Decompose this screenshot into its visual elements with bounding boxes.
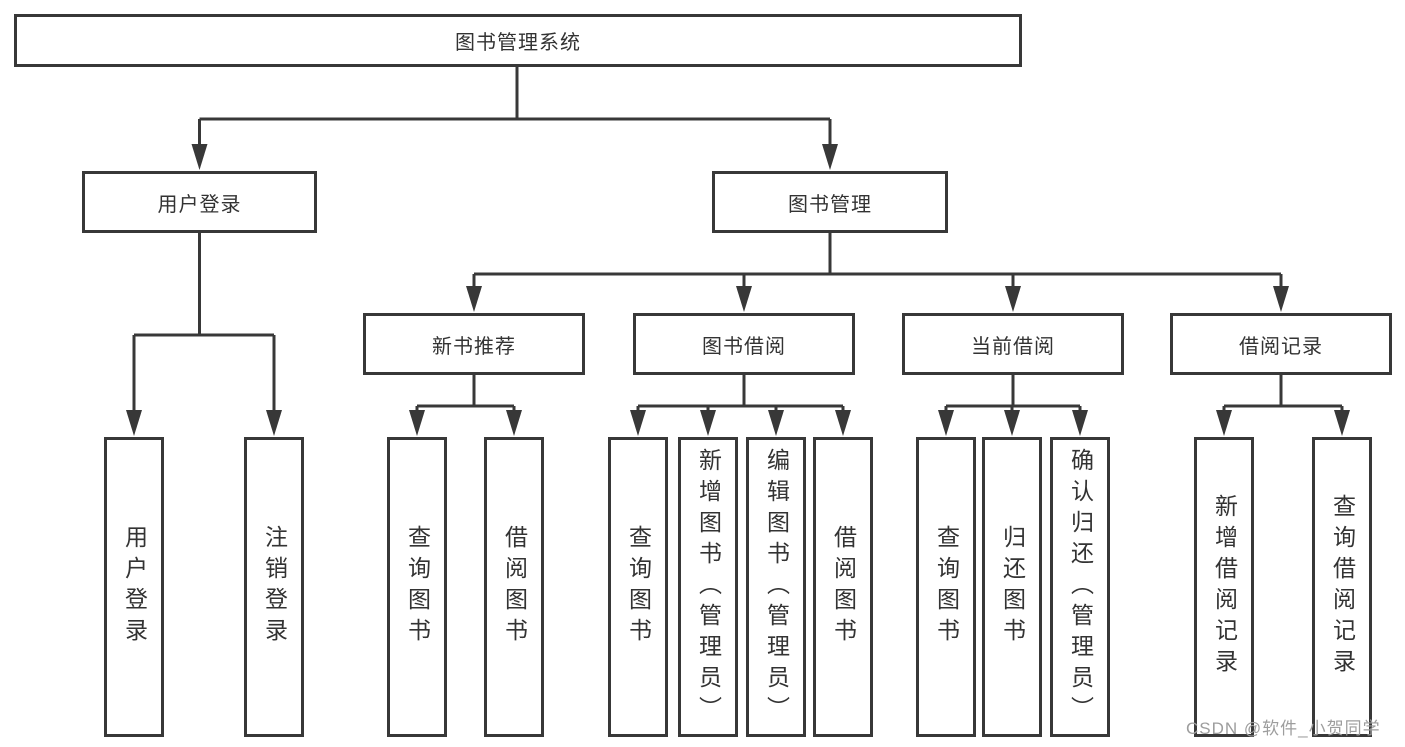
arrowheads xyxy=(126,144,1350,436)
leaf-borrow-borrow-books: 借阅图书 xyxy=(813,437,873,737)
node-new-book-rec-label: 新书推荐 xyxy=(432,335,516,358)
leaf-newbook-borrow-books-label: 借阅图书 xyxy=(501,525,528,649)
node-user-login-label: 用户登录 xyxy=(157,193,242,216)
leaf-record-query-record: 查询借阅记录 xyxy=(1312,437,1372,737)
node-root: 图书管理系统 xyxy=(14,14,1022,67)
node-current-borrow: 当前借阅 xyxy=(902,313,1124,375)
leaf-borrow-add-books-admin-label: 新增图书（管理员） xyxy=(695,447,722,727)
connector-user-login xyxy=(132,233,276,414)
node-book-mgmt-label: 图书管理 xyxy=(788,193,872,216)
leaf-current-query-books: 查询图书 xyxy=(916,437,976,737)
leaf-newbook-query-books: 查询图书 xyxy=(387,437,447,737)
leaf-user-login-label: 用户登录 xyxy=(121,525,148,649)
leaf-user-login: 用户登录 xyxy=(104,437,164,737)
node-current-borrow-label: 当前借阅 xyxy=(971,335,1055,358)
node-root-label: 图书管理系统 xyxy=(455,32,581,54)
leaf-current-confirm-return-admin-label: 确认归还（管理员） xyxy=(1067,447,1094,727)
leaf-borrow-edit-books-admin: 编辑图书（管理员） xyxy=(746,437,806,737)
leaf-current-return-books-label: 归还图书 xyxy=(999,525,1026,649)
node-borrow-record-label: 借阅记录 xyxy=(1239,335,1323,358)
leaf-borrow-query-books: 查询图书 xyxy=(608,437,668,737)
connector-book-mgmt xyxy=(472,233,1283,292)
leaf-newbook-borrow-books: 借阅图书 xyxy=(484,437,544,737)
leaf-record-add-record: 新增借阅记录 xyxy=(1194,437,1254,737)
leaf-record-query-record-label: 查询借阅记录 xyxy=(1329,494,1356,680)
leaf-borrow-query-books-label: 查询图书 xyxy=(625,525,652,649)
leaf-borrow-borrow-books-label: 借阅图书 xyxy=(830,525,857,649)
leaf-current-query-books-label: 查询图书 xyxy=(933,525,960,649)
connector-root xyxy=(198,67,832,148)
node-new-book-rec: 新书推荐 xyxy=(363,313,585,375)
leaf-logout-label: 注销登录 xyxy=(261,525,288,649)
node-book-borrow: 图书借阅 xyxy=(633,313,855,375)
csdn-watermark: CSDN @软件_小贺同学 xyxy=(1186,719,1381,738)
connector-borrow-record xyxy=(1222,375,1344,414)
leaf-logout: 注销登录 xyxy=(244,437,304,737)
leaf-current-return-books: 归还图书 xyxy=(982,437,1042,737)
connector-book-borrow xyxy=(636,375,845,414)
node-borrow-record: 借阅记录 xyxy=(1170,313,1392,375)
leaf-borrow-edit-books-admin-label: 编辑图书（管理员） xyxy=(763,447,790,727)
connector-current-borrow xyxy=(944,375,1082,414)
leaf-newbook-query-books-label: 查询图书 xyxy=(404,525,431,649)
connector-new-book-rec xyxy=(415,375,516,414)
leaf-borrow-add-books-admin: 新增图书（管理员） xyxy=(678,437,738,737)
node-user-login: 用户登录 xyxy=(82,171,317,233)
node-book-mgmt: 图书管理 xyxy=(712,171,948,233)
node-book-borrow-label: 图书借阅 xyxy=(702,335,786,358)
leaf-record-add-record-label: 新增借阅记录 xyxy=(1211,494,1238,680)
leaf-current-confirm-return-admin: 确认归还（管理员） xyxy=(1050,437,1110,737)
